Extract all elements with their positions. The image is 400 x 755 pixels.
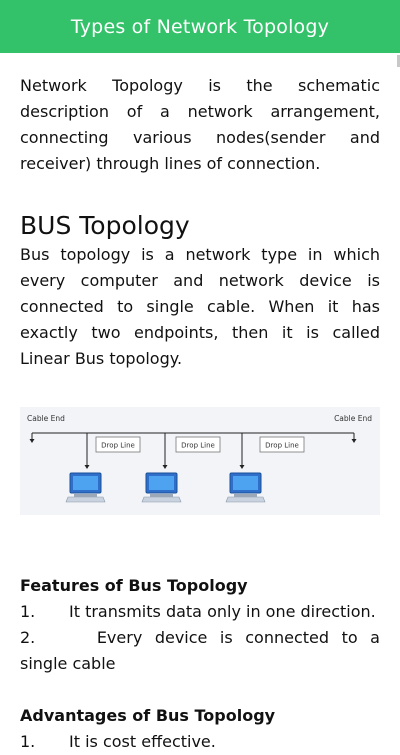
list-item-text: It transmits data only in one direction. bbox=[69, 602, 376, 621]
article-content: Network Topology is the schematic descri… bbox=[20, 73, 380, 755]
drop-line-label-2: Drop Line bbox=[181, 442, 215, 450]
list-item-text: Every device is connected to a single ca… bbox=[20, 628, 380, 673]
app-bar: Types of Network Topology bbox=[0, 0, 400, 53]
drop-line-label-box-1 bbox=[95, 436, 141, 453]
features-section: Features of Bus Topology 1. It transmits… bbox=[20, 573, 380, 677]
list-item: 1. It is cost effective. bbox=[20, 729, 380, 755]
advantages-section: Advantages of Bus Topology 1. It is cost… bbox=[20, 703, 380, 755]
drop-line-label-box-2 bbox=[175, 436, 221, 453]
drop-line-label-3: Drop Line bbox=[265, 442, 299, 450]
list-item-number: 1. bbox=[20, 732, 36, 751]
computer-icon-2 bbox=[141, 472, 182, 503]
advantages-title: Advantages of Bus Topology bbox=[20, 706, 276, 725]
bus-topology-illustration: Cable End Cable End Drop Line Drop Line bbox=[27, 414, 372, 503]
drop-line-label-box-3 bbox=[259, 436, 305, 453]
list-item-number: 1. bbox=[20, 602, 36, 621]
list-item-number: 2. bbox=[20, 628, 36, 647]
scrollbar[interactable] bbox=[397, 55, 400, 67]
cable-end-right-arrow bbox=[351, 439, 357, 443]
page-title: Types of Network Topology bbox=[70, 15, 330, 38]
features-title: Features of Bus Topology bbox=[20, 576, 248, 595]
drop-line-label-1: Drop Line bbox=[101, 442, 135, 450]
cable-end-label-left: Cable End bbox=[27, 414, 65, 423]
computer-icon-1 bbox=[65, 472, 106, 503]
list-item: 2. Every device is connected to a single… bbox=[20, 625, 380, 677]
bus-description: Bus topology is a network type in which … bbox=[20, 245, 380, 368]
cable-end-left-arrow bbox=[29, 439, 35, 443]
cable-end-label-right: Cable End bbox=[334, 414, 372, 423]
intro-paragraph: Network Topology is the schematic descri… bbox=[20, 76, 380, 173]
bus-topology-heading: BUS Topology bbox=[20, 211, 190, 240]
list-item-text: It is cost effective. bbox=[69, 732, 216, 751]
bus-topology-diagram: Cable End Cable End Drop Line Drop Line bbox=[20, 407, 380, 515]
list-item: 1. It transmits data only in one directi… bbox=[20, 599, 380, 625]
computer-icon-3 bbox=[225, 472, 266, 503]
